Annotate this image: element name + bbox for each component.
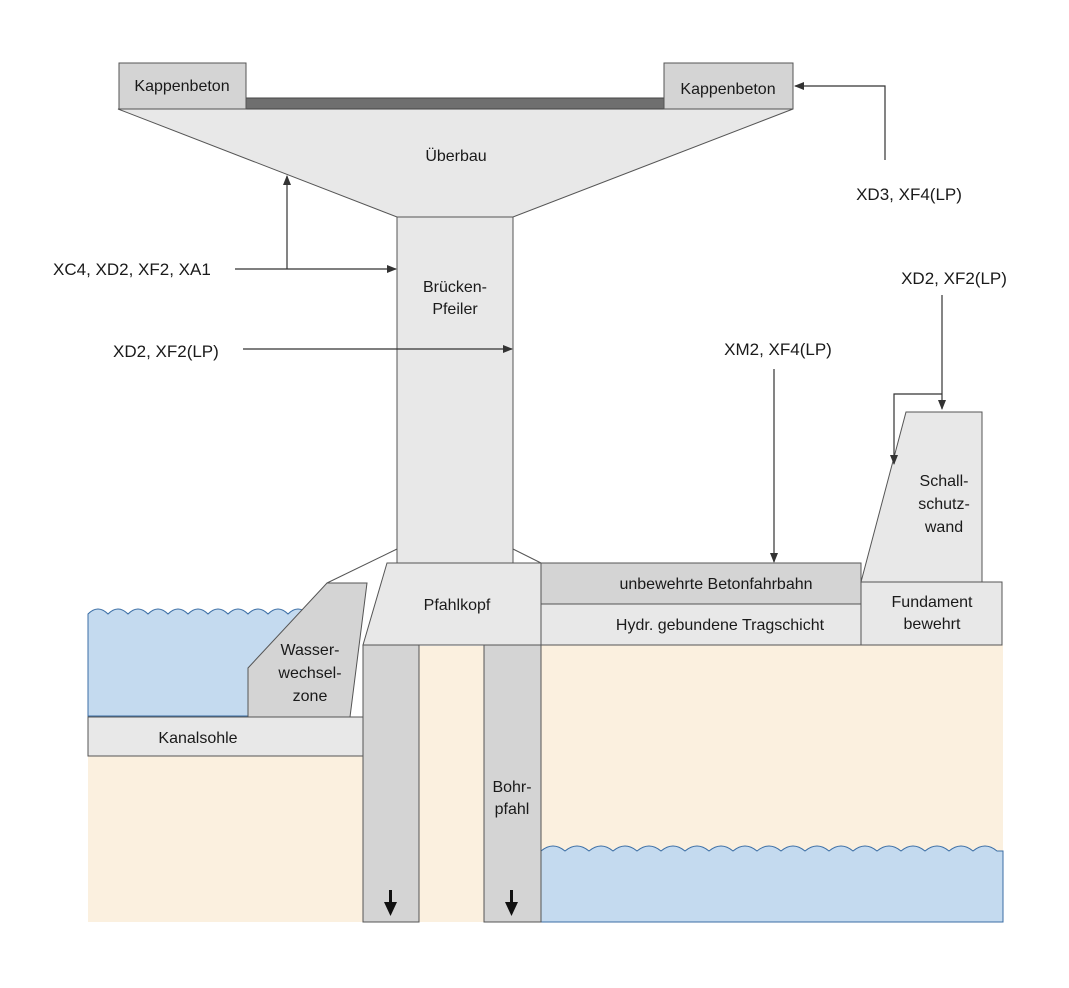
noise-wall-label-2: schutz- — [918, 496, 970, 513]
deck-surface — [245, 97, 665, 110]
cap-right — [663, 62, 794, 110]
tidal-zone-label-2: wechsel- — [277, 665, 341, 682]
embankment-line-left — [326, 548, 398, 584]
foundation-label-1: Fundament — [892, 594, 973, 611]
road-base-layer-label: Hydr. gebundene Tragschicht — [616, 617, 825, 634]
foundation — [860, 581, 1003, 646]
exposure-cap-arrow — [794, 82, 886, 160]
soil-middle — [419, 646, 484, 922]
bored-pile-label-1: Bohr- — [492, 779, 531, 796]
noise-wall-label-3: wand — [924, 519, 963, 536]
pile-down-arrow-left-icon — [384, 890, 397, 916]
groundwater — [540, 845, 1004, 923]
exposure-superstructure-pier: XC4, XD2, XF2, XA1 — [53, 260, 211, 279]
exposure-noise-wall: XD2, XF2(LP) — [901, 269, 1007, 288]
bored-pile-label-2: pfahl — [495, 801, 530, 818]
noise-wall-label-1: Schall- — [920, 473, 969, 490]
canal-bed-label: Kanalsohle — [158, 730, 237, 747]
exposure-road: XM2, XF4(LP) — [724, 340, 832, 359]
road-base-layer — [540, 603, 862, 646]
tidal-zone-label-1: Wasser- — [281, 642, 340, 659]
pile-down-arrow-right-icon — [505, 890, 518, 916]
soil-right — [541, 645, 1003, 851]
bored-pile-left — [362, 644, 420, 923]
cap-right-label: Kappenbeton — [680, 81, 775, 98]
pile-cap-label: Pfahlkopf — [424, 597, 491, 614]
pier-label-1: Brücken- — [423, 279, 487, 296]
tidal-zone — [247, 582, 368, 718]
cap-left — [118, 62, 247, 110]
exposure-pier: XD2, XF2(LP) — [113, 342, 219, 361]
canal-bed — [87, 716, 364, 757]
pier-label-2: Pfeiler — [432, 301, 478, 318]
embankment-line-right — [512, 548, 542, 564]
concrete-road-layer-label: unbewehrte Betonfahrbahn — [619, 576, 812, 593]
tidal-zone-label-3: zone — [293, 688, 328, 705]
bored-pile-right — [483, 644, 542, 923]
bridge-pier — [396, 216, 514, 564]
foundation-label-2: bewehrt — [904, 616, 961, 633]
exposure-noise-wall-arrow-side — [890, 393, 942, 465]
soil-left — [88, 756, 363, 922]
superstructure-label: Überbau — [425, 147, 486, 165]
cap-left-label: Kappenbeton — [134, 78, 229, 95]
exposure-cap: XD3, XF4(LP) — [856, 185, 962, 204]
concrete-road-layer — [540, 562, 862, 605]
noise-barrier-wall — [860, 411, 983, 583]
